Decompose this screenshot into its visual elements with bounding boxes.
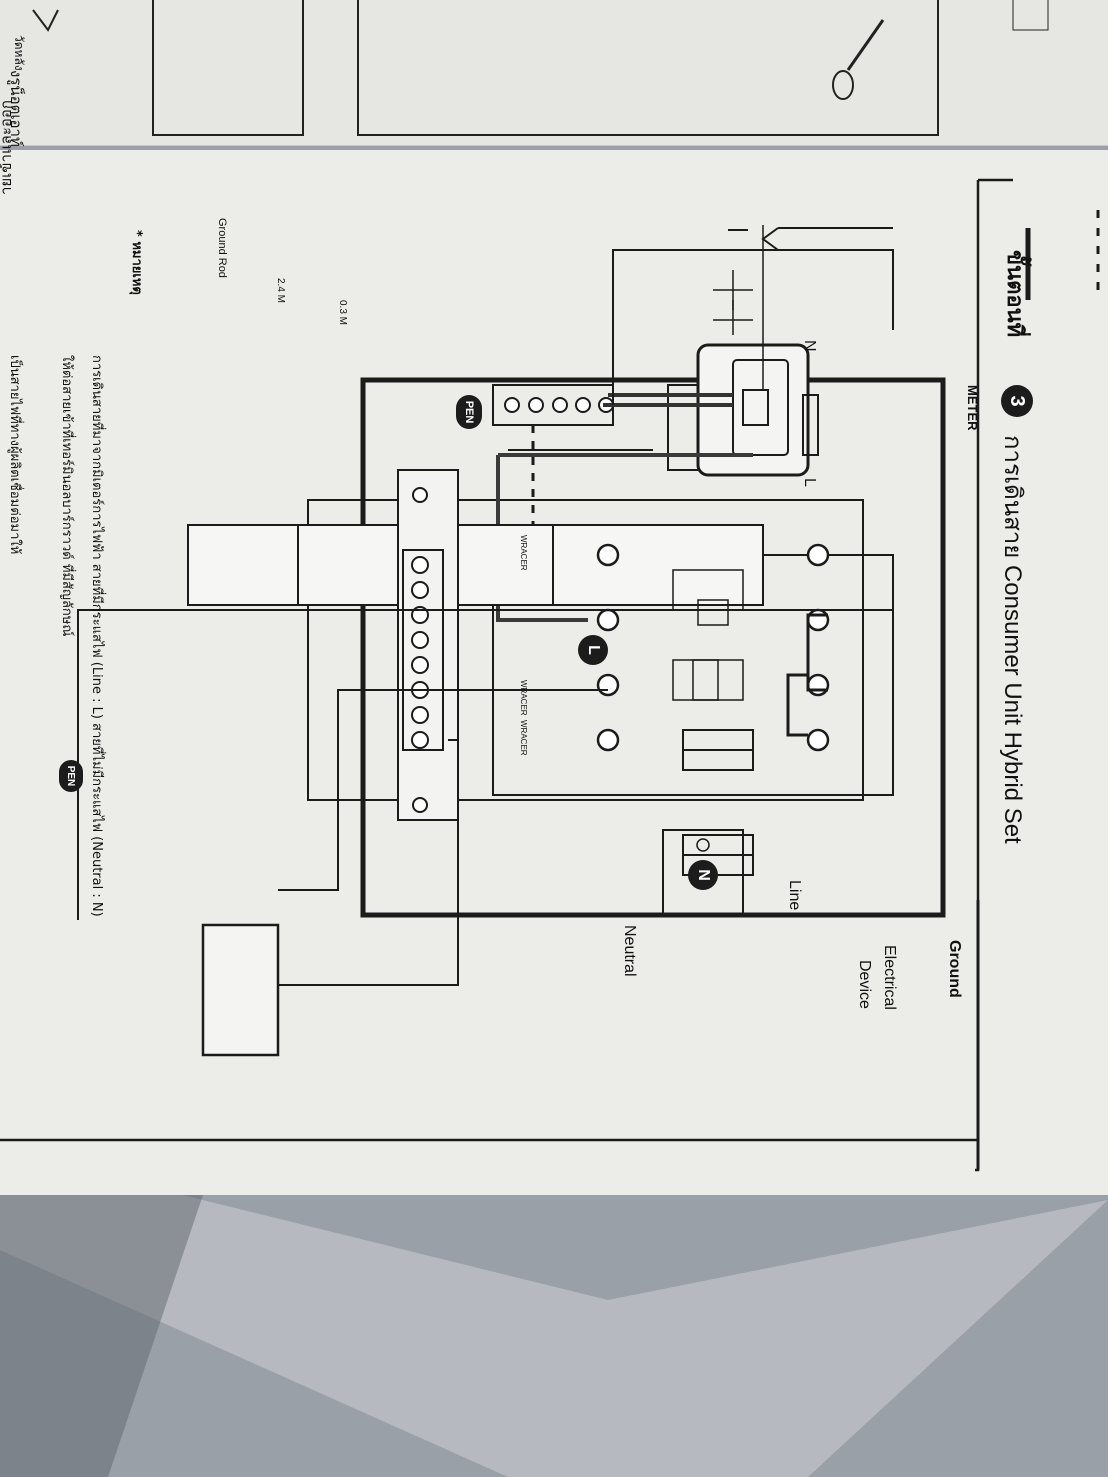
pen-badge: PEN (456, 395, 482, 429)
notes-line-1: การเดินสายที่มาจากมิเตอร์การไฟฟ้า สายที่… (89, 355, 104, 917)
ground-rod-depth-2: 2.4 M (275, 278, 286, 304)
ground-out-wire (77, 609, 893, 920)
device-label-line1: Electrical (881, 945, 898, 1010)
notes-pen-badge: PEN (59, 760, 83, 792)
line-out-wire (278, 689, 608, 891)
step-label: ขั้นตอนที่ (1002, 250, 1027, 338)
previous-page-frames (32, 0, 1049, 136)
meter-label: METER (965, 385, 980, 431)
meter-body (696, 343, 810, 477)
neutral-badge: N (688, 860, 718, 890)
device-label-line2: Device (856, 960, 873, 1009)
ground-wire-label: Ground (946, 940, 963, 998)
pen-terminal-screws (504, 397, 614, 413)
breaker-brand-2: WRACER (519, 680, 528, 716)
neutral-out-wire (278, 739, 459, 986)
line-badge: L (578, 635, 608, 665)
neutral-bar-screws (411, 487, 429, 813)
notes-line-3: เป็นสายไฟที่ทางผู้ผลิตเชื่อมต่อมาให้ (7, 355, 22, 555)
meter-terminal-n: N (801, 340, 818, 352)
breaker-brand-3: WRACER (519, 720, 528, 756)
din-panel (307, 499, 864, 801)
neutral-wire-label: Neutral (621, 925, 638, 977)
ground-rod-label: Ground Rod (216, 218, 228, 278)
ground-wire (612, 249, 894, 405)
breaker-row (187, 524, 830, 876)
breaker-brand-1: WRACER (519, 535, 528, 571)
page-title: การเดินสาย Consumer Unit Hybrid Set (999, 435, 1026, 844)
ground-rod (713, 225, 893, 390)
enclosure-box (360, 377, 946, 918)
meter-line-wire (496, 453, 753, 622)
meter-terminal-l: L (801, 478, 818, 487)
notes-line-2: ให้ต่อสายเข้าที่เทอร์มินอลบาร์กราวด์ ที่… (59, 355, 74, 637)
notes-heading: * หมายเหตุ (129, 230, 144, 295)
mount-box-bottom (662, 829, 744, 916)
meter-neutral-wire (603, 393, 733, 407)
neutral-bar (397, 469, 459, 821)
step-number-badge: 3 (1001, 385, 1033, 417)
line-wire-label: Line (786, 880, 803, 911)
ground-rod-depth-1: 0.3 M (337, 300, 348, 326)
electrical-device-box (201, 923, 280, 1057)
